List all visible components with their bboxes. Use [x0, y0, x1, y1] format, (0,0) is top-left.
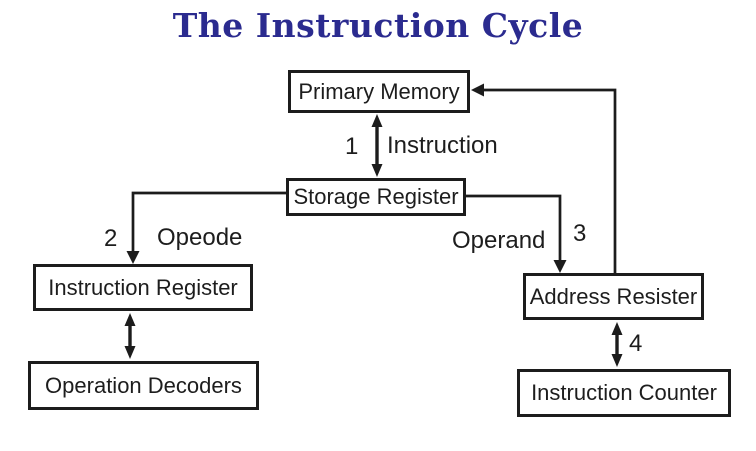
edge-step-number-3: 3: [573, 220, 587, 247]
edge-label-instruction: Instruction: [387, 132, 498, 159]
arrow-memory-storage-bidirectional: [371, 114, 383, 177]
edge-step-number-4: 4: [629, 330, 643, 357]
arrow-operand-to-address-register: [465, 194, 567, 273]
node-instruction-register: Instruction Register: [33, 264, 253, 311]
arrow-address-register-counter-bidirectional: [611, 322, 623, 367]
node-storage-register: Storage Register: [286, 178, 466, 216]
diagram-title: The Instruction Cycle: [172, 6, 584, 45]
node-address-register: Address Resister: [523, 273, 704, 320]
arrow-instruction-register-decoders-bidirectional: [124, 313, 136, 359]
node-primary-memory: Primary Memory: [288, 70, 470, 113]
edge-label-operand: Operand: [452, 227, 546, 254]
arrow-address-register-to-primary-memory: [471, 83, 617, 273]
edge-label-opeode: Opeode: [157, 224, 243, 251]
edge-step-number-2: 2: [104, 225, 118, 252]
edge-step-number-1: 1: [345, 133, 359, 160]
node-operation-decoders: Operation Decoders: [28, 361, 259, 410]
arrow-opcode-to-instruction-register: [126, 191, 286, 264]
node-instruction-counter: Instruction Counter: [517, 369, 731, 417]
